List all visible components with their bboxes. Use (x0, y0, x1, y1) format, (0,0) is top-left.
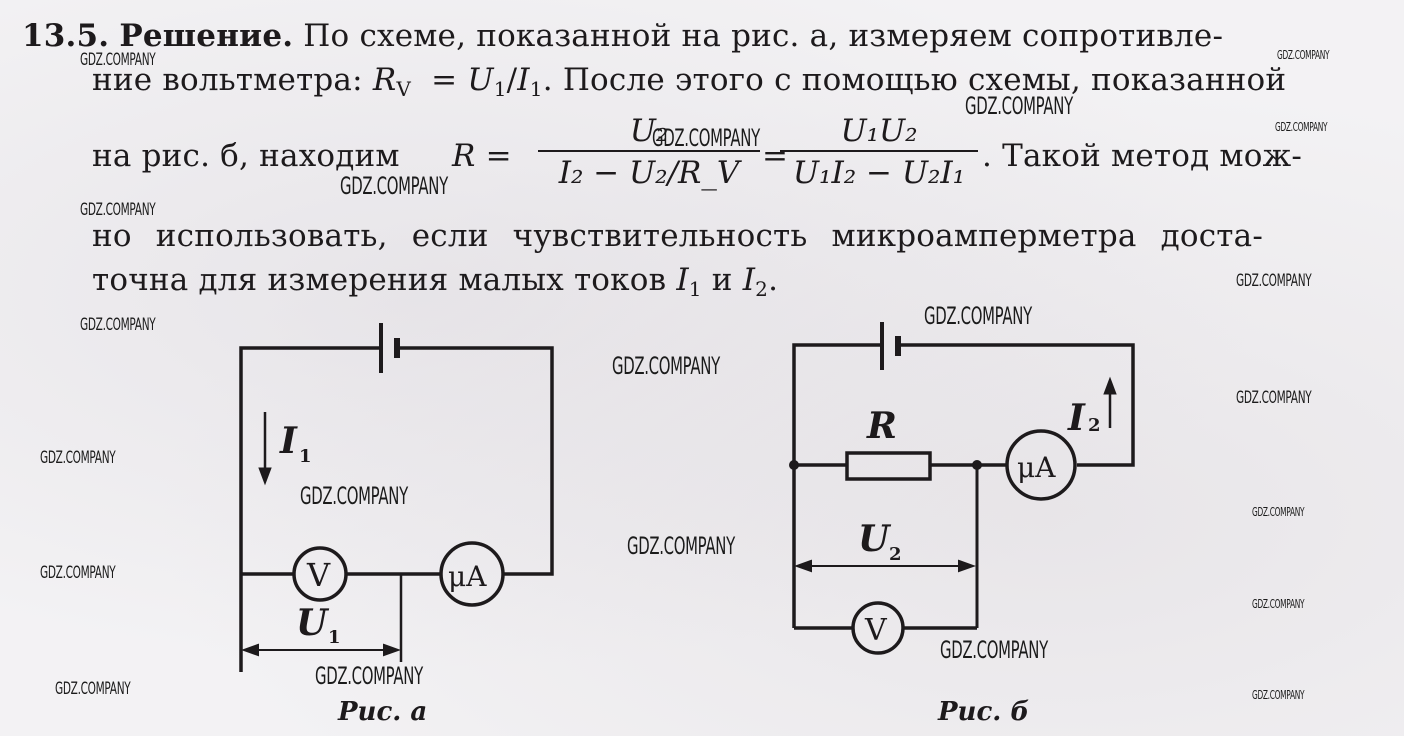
watermark: GDZ.COMPANY (612, 352, 720, 380)
text-line-5: точна для измерения малых токов I1 и I2. (92, 262, 779, 301)
watermark: GDZ.COMPANY (315, 662, 423, 690)
text-line-2: ние вольтметра: RV = U1/I1. После этого … (92, 62, 1286, 107)
voltage-span-arrow-icon (794, 559, 976, 573)
voltage-sub-b: 2 (889, 544, 902, 565)
current-sub-b: 2 (1088, 415, 1101, 436)
line3-start: на рис. б, находим (92, 138, 400, 174)
problem-number: 13.5. (22, 18, 110, 54)
current-arrow-icon (258, 412, 272, 486)
microammeter-icon (1005, 429, 1077, 501)
voltage-sub-a: 1 (328, 627, 341, 648)
watermark: GDZ.COMPANY (652, 124, 760, 152)
fraction-1-denominator: I₂ − U₂/R_V (558, 155, 740, 191)
figure-a-wire-outer (239, 346, 554, 672)
watermark: GDZ.COMPANY (300, 482, 408, 510)
current-label-b: I (1067, 397, 1086, 439)
rv-formula: RV = U1/I1. (372, 62, 553, 101)
voltmeter-icon (292, 546, 348, 602)
watermark: GDZ.COMPANY (80, 200, 156, 220)
line2-text: После этого с помощью схемы, показанной (562, 62, 1287, 98)
watermark: GDZ.COMPANY (80, 50, 156, 70)
watermark: GDZ.COMPANY (1236, 388, 1312, 408)
fraction-2-denominator: U₁I₂ − U₂I₁ (792, 155, 966, 191)
current-arrow-icon (1103, 376, 1117, 428)
line1-text: По схеме, показанной на рис. а, измеряем… (303, 18, 1224, 54)
current-label-a: I (279, 420, 298, 462)
voltmeter-icon (851, 601, 905, 655)
microammeter-icon (439, 541, 505, 607)
voltmeter-symbol-b: V (864, 613, 888, 648)
microammeter-symbol-b: μA (1017, 451, 1056, 484)
r-formula-lhs: R = (452, 138, 512, 174)
fraction-2: U₁U₂ U₁I₂ − U₂I₁ (780, 112, 978, 192)
figure-b-caption: Рис. б (938, 697, 1030, 727)
battery-icon (379, 323, 400, 373)
resistor-label-b: R (866, 405, 897, 447)
voltage-label-b: U (858, 518, 892, 560)
fraction-1-numerator: U₂ (629, 113, 669, 149)
text-line-1: 13.5. Решение. По схеме, показанной на р… (22, 18, 1223, 54)
watermark: GDZ.COMPANY (1252, 597, 1305, 611)
watermark: GDZ.COMPANY (1275, 120, 1328, 134)
fraction-1: U₂ I₂ − U₂/R_V (538, 112, 760, 192)
current-sub-a: 1 (299, 446, 312, 467)
fraction-2-bar (780, 150, 978, 152)
voltage-label-a: U (296, 602, 330, 644)
microammeter-symbol-a: μA (448, 560, 487, 593)
watermark: GDZ.COMPANY (1236, 271, 1312, 291)
watermark: GDZ.COMPANY (940, 636, 1048, 664)
text-line-4: но использовать, если чувствительность м… (92, 218, 1264, 254)
r-formula-equals: = (762, 138, 789, 174)
voltage-span-arrow-icon (241, 643, 401, 657)
watermark: GDZ.COMPANY (80, 315, 156, 335)
battery-icon (880, 322, 901, 370)
fraction-1-bar (538, 150, 760, 152)
voltmeter-symbol-a: V (306, 556, 331, 594)
watermark: GDZ.COMPANY (40, 448, 116, 468)
solution-heading: Решение. (119, 18, 294, 54)
watermark: GDZ.COMPANY (627, 532, 735, 560)
watermark: GDZ.COMPANY (965, 92, 1073, 120)
watermark: GDZ.COMPANY (1252, 688, 1305, 702)
figure-b-wire-outer (792, 343, 1135, 628)
watermark: GDZ.COMPANY (924, 302, 1032, 330)
junction-node-left (789, 460, 799, 470)
watermark: GDZ.COMPANY (40, 563, 116, 583)
figure-b-circuit (792, 322, 1135, 655)
watermark: GDZ.COMPANY (1277, 48, 1330, 62)
fraction-2-numerator: U₁U₂ (840, 113, 918, 149)
watermark: GDZ.COMPANY (340, 172, 448, 200)
watermark: GDZ.COMPANY (55, 679, 131, 699)
figure-a-caption: Рис. а (338, 697, 428, 727)
line3-text: . Такой метод мож- (982, 138, 1303, 174)
junction-node-right (972, 460, 982, 470)
line2-start: ние вольтметра: (92, 62, 363, 98)
resistor-icon (845, 451, 932, 481)
watermark: GDZ.COMPANY (1252, 505, 1305, 519)
